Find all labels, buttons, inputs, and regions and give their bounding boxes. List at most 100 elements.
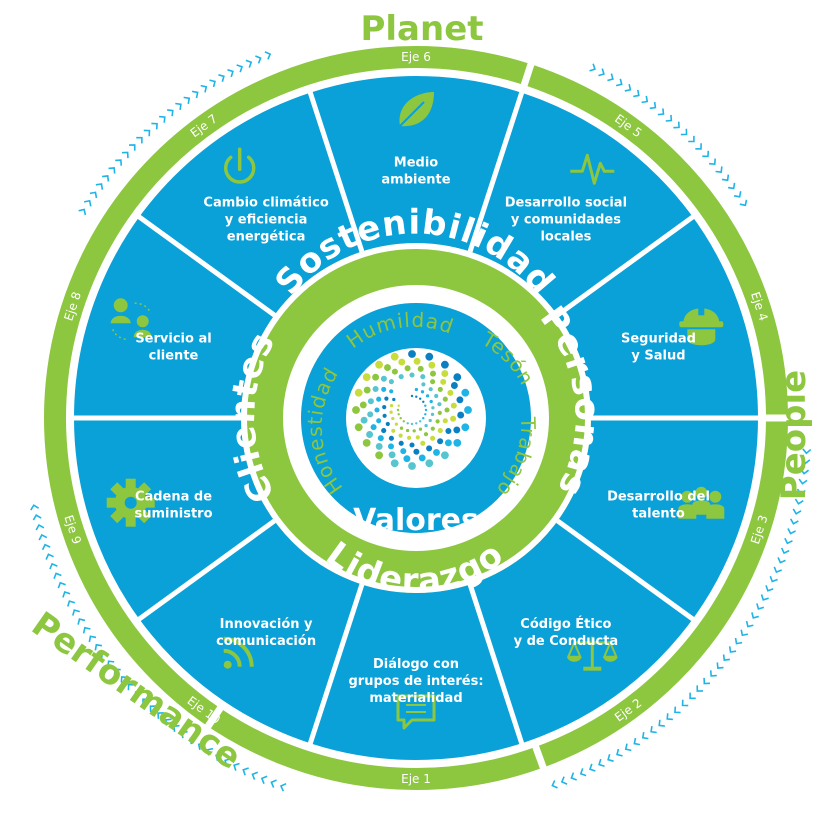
- segment-label: y eficiencia: [225, 213, 308, 228]
- logo-dot: [413, 448, 420, 455]
- chevron-arrow-icon: [127, 683, 135, 691]
- values-title: Valores: [353, 503, 479, 538]
- logo-dot: [398, 433, 403, 438]
- logo-dot: [398, 374, 404, 380]
- axis-label: Eje 1: [401, 772, 431, 786]
- logo-dot: [410, 422, 414, 426]
- chevron-arrow-icon: [120, 676, 128, 683]
- segment-label: suministro: [135, 506, 213, 521]
- chevron-arrow-icon: [716, 662, 724, 669]
- logo-dot: [418, 427, 423, 431]
- chevron-arrow-icon: [175, 102, 182, 111]
- logo-dot: [412, 429, 416, 433]
- logo-dot: [424, 404, 427, 407]
- logo-dot: [389, 410, 393, 414]
- scales-icon: [566, 636, 618, 671]
- logo-dot: [354, 423, 363, 432]
- logo-dot: [398, 358, 406, 366]
- logo-dot: [430, 426, 435, 431]
- inner-ring-border: [241, 243, 591, 593]
- chevron-arrow-icon: [570, 772, 577, 781]
- segment-label: y de Conducta: [514, 634, 619, 649]
- chevron-arrow-icon: [579, 768, 587, 777]
- chevron-arrow-icon: [151, 122, 158, 130]
- logo-dot: [374, 407, 380, 413]
- chevron-arrow-icon: [32, 514, 42, 521]
- logo-dot: [376, 418, 382, 424]
- logo-dot: [425, 459, 434, 468]
- outer-cycle-arrows: [30, 51, 812, 792]
- chevron-arrow-icon: [598, 758, 605, 767]
- logo-dot: [385, 421, 390, 427]
- chevron-arrow-icon: [72, 609, 80, 616]
- chevron-arrow-icon: [789, 518, 799, 525]
- chevron-arrow-icon: [703, 677, 711, 685]
- segment-label: Servicio al: [135, 332, 211, 347]
- logo-dot: [461, 388, 470, 397]
- band-gap: [530, 740, 549, 775]
- chevron-arrow-icon: [688, 135, 695, 143]
- chevron-arrow-icon: [802, 448, 812, 455]
- logo-dot: [433, 448, 440, 456]
- logo-dot: [409, 372, 415, 378]
- chevron-arrow-icon: [674, 706, 681, 714]
- leaf-icon: [397, 92, 434, 129]
- chevron-arrow-icon: [35, 523, 45, 531]
- logo-dot: [450, 402, 457, 409]
- logo-dot: [444, 439, 452, 447]
- chevron-arrow-icon: [784, 537, 793, 545]
- logo-dot: [382, 405, 387, 410]
- logo-dot: [428, 361, 436, 369]
- chevron-arrow-icon: [82, 626, 91, 634]
- logo-dot: [422, 400, 425, 403]
- chevron-arrow-icon: [100, 652, 109, 659]
- chevron-arrow-icon: [740, 629, 749, 637]
- logo-dot: [441, 370, 449, 378]
- logo-dot: [421, 382, 426, 387]
- chevron-arrow-icon: [95, 183, 104, 190]
- chevron-arrow-icon: [78, 208, 87, 216]
- chevron-arrow-icon: [197, 742, 205, 751]
- logo-dot: [408, 462, 416, 470]
- segment-label: cliente: [149, 349, 199, 364]
- chevron-arrow-icon: [191, 90, 199, 99]
- logo-dot: [394, 422, 399, 426]
- chevron-arrow-icon: [255, 55, 262, 64]
- chevron-arrow-icon: [83, 199, 92, 207]
- logo-dot: [397, 404, 400, 407]
- logo-dot: [430, 379, 436, 385]
- chevron-arrow-icon: [181, 730, 188, 739]
- chevron-arrow-icon: [787, 528, 796, 535]
- logo-dot: [437, 428, 443, 434]
- logo-dot: [423, 432, 429, 437]
- chevron-arrow-icon: [689, 692, 696, 700]
- chevron-arrow-icon: [666, 713, 673, 721]
- logo-dot: [391, 428, 396, 433]
- chevron-arrow-icon: [245, 59, 253, 68]
- chevron-arrow-icon: [57, 581, 66, 589]
- chevron-arrow-icon: [77, 618, 86, 625]
- segment-label: Código Ético: [520, 616, 611, 632]
- chevron-arrow-icon: [792, 508, 802, 515]
- logo-dot: [450, 382, 458, 389]
- chevron-arrow-icon: [624, 84, 632, 92]
- chevron-arrow-icon: [588, 763, 596, 772]
- logo-dot: [437, 402, 442, 407]
- chevron-arrow-icon: [695, 143, 702, 150]
- segment-divider: [553, 213, 697, 319]
- chevron-arrow-icon: [121, 151, 129, 159]
- chevron-arrow-icon: [209, 79, 216, 88]
- heartbeat-icon: [570, 153, 615, 185]
- chevron-arrow-icon: [721, 174, 730, 182]
- chevron-arrow-icon: [680, 128, 688, 136]
- chevron-arrow-icon: [658, 719, 665, 727]
- logo-dot: [400, 448, 407, 455]
- logo-dot: [437, 438, 444, 445]
- logo-dot: [450, 415, 457, 422]
- logo-dot: [437, 386, 443, 392]
- chevron-arrow-icon: [560, 776, 568, 785]
- logo-dot: [428, 387, 433, 392]
- logo-dot: [359, 401, 367, 409]
